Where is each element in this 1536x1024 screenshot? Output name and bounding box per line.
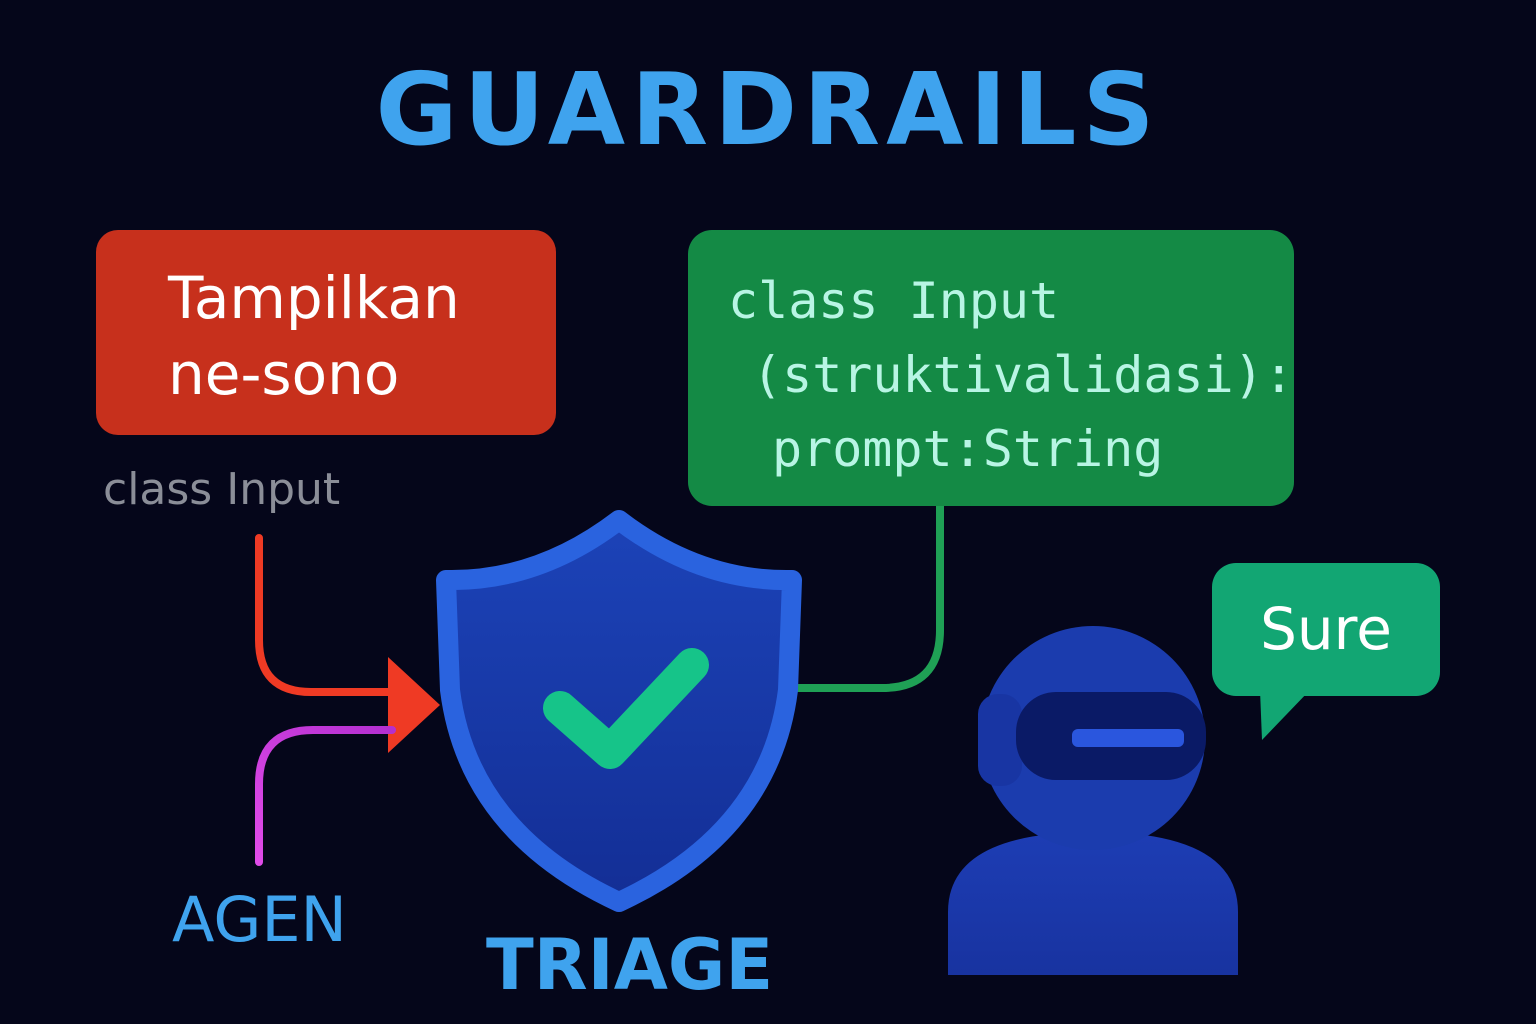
schema-code-line-2: (struktivalidasi): — [752, 346, 1294, 404]
red-arrowhead — [388, 657, 440, 753]
response-speech-bubble: Sure — [1212, 563, 1440, 696]
magenta-connector — [255, 726, 396, 866]
robot-avatar-icon — [948, 626, 1238, 975]
schema-code-line-1: class Input — [728, 272, 1060, 330]
schema-code-box: class Input (struktivalidasi): prompt:St… — [688, 230, 1294, 506]
input-class-label: class Input — [103, 464, 341, 515]
schema-code-line-3: prompt:String — [772, 420, 1164, 478]
diagram-title: GUARDRAILS — [375, 51, 1161, 168]
agent-label: AGEN — [172, 883, 347, 956]
red-connector — [255, 534, 396, 696]
speech-bubble-tail — [1260, 690, 1310, 740]
input-prompt-line-1: Tampilkan — [168, 264, 460, 332]
triage-label: TRIAGE — [486, 924, 774, 1006]
green-connector — [786, 502, 944, 692]
shield-check-icon — [436, 510, 802, 912]
input-prompt-line-2: ne-sono — [168, 340, 400, 408]
input-prompt-box: Tampilkan ne-sono — [96, 230, 556, 435]
